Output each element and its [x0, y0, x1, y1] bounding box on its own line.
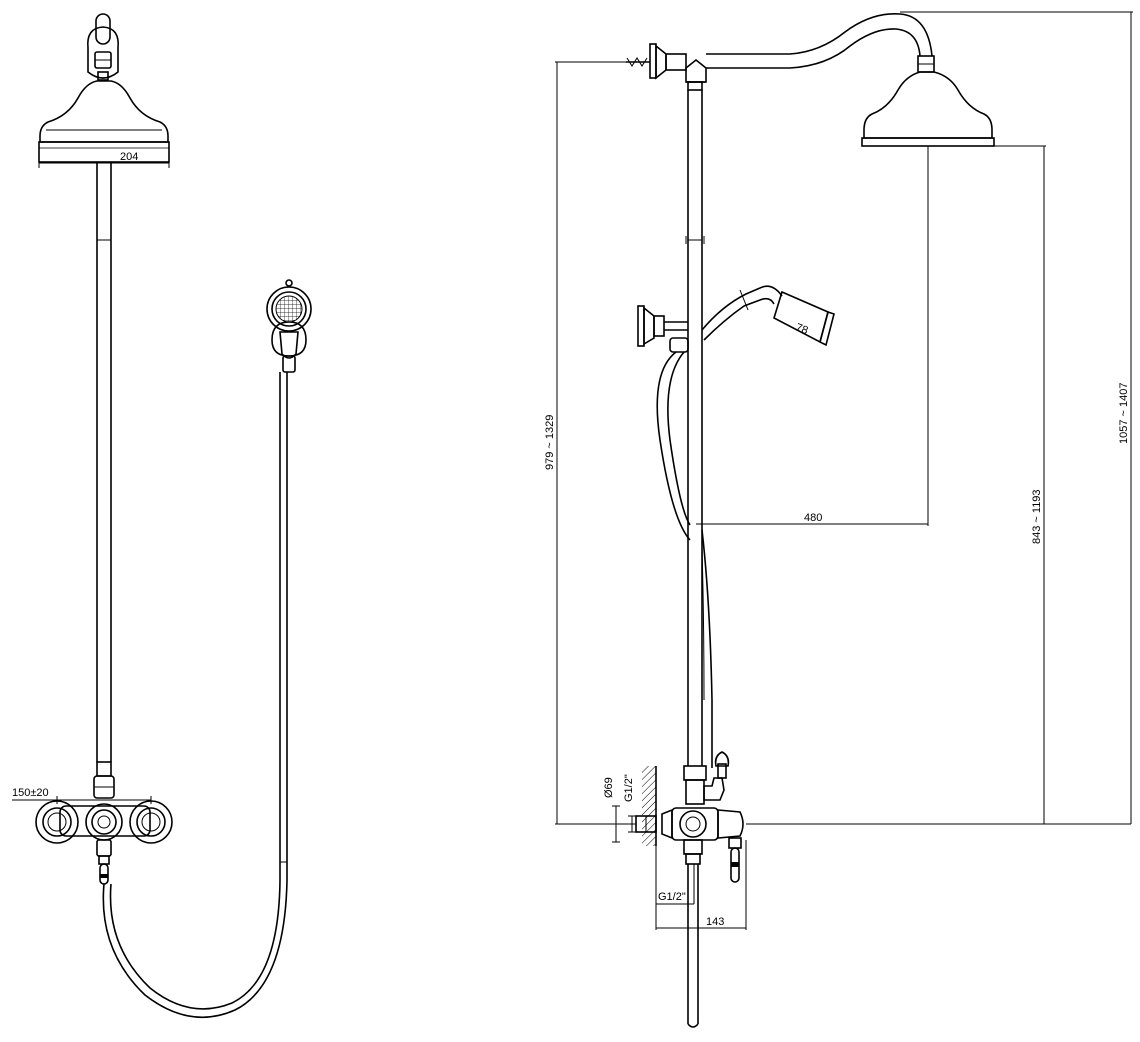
- dim-hand-shower-label: 78: [794, 322, 810, 337]
- dim-arm-reach-label: 480: [804, 512, 822, 524]
- dim-inlet-thread-label: G1/2": [623, 774, 635, 802]
- dim-arm-reach: 480: [696, 146, 929, 526]
- dim-overall-height: 1057 ~ 1407: [900, 11, 1133, 824]
- front-mixer: [35, 761, 173, 885]
- dim-head-width-label: 204: [120, 151, 138, 163]
- dim-outlet-thread-label: G1/2": [658, 891, 686, 903]
- side-shower-arm: [706, 13, 935, 73]
- dim-arm-height: 979 ~ 1329: [544, 61, 626, 824]
- dim-overall-height-label: 1057 ~ 1407: [1118, 383, 1130, 444]
- front-hose: [102, 372, 288, 1019]
- side-mixer: [661, 751, 744, 1028]
- dim-centers-label: 150±20: [12, 787, 49, 799]
- dim-head-height: 843 ~ 1193: [994, 145, 1046, 824]
- side-view: 78 480: [544, 11, 1133, 1028]
- front-top-bracket: [86, 13, 120, 81]
- dim-wall-fitting-label: Ø69: [603, 777, 615, 798]
- dim-wall-fitting: Ø69 G1/2": [603, 774, 636, 843]
- dim-centers: 150±20: [12, 787, 152, 804]
- side-hand-shower: 78: [701, 285, 835, 347]
- dim-arm-height-label: 979 ~ 1329: [544, 415, 556, 470]
- front-riser: [96, 162, 112, 762]
- side-wall-section: [635, 766, 657, 846]
- front-view: 204: [12, 13, 312, 1019]
- dim-mixer-depth: G1/2" 143: [655, 840, 747, 930]
- side-riser: [685, 90, 705, 766]
- dim-head-height-label: 843 ~ 1193: [1031, 489, 1043, 544]
- side-top-bracket: [626, 43, 707, 91]
- dim-mixer-depth-label: 143: [706, 916, 724, 928]
- side-hose: [656, 351, 713, 768]
- side-rain-head: [861, 71, 995, 147]
- dim-head-width: 204: [38, 151, 170, 168]
- front-rain-head: [38, 80, 170, 163]
- side-mid-bracket: [637, 305, 689, 353]
- front-hand-shower: [266, 279, 312, 373]
